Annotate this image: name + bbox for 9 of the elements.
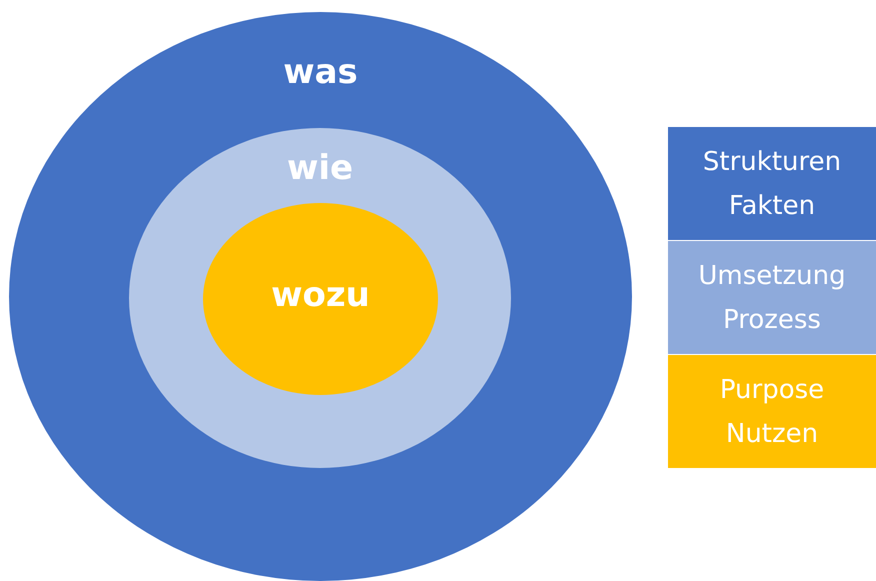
box-label: Umsetzung Prozess [697,260,847,336]
ellipse-label: wie [286,148,354,188]
ellipse-label: wozu [270,275,371,315]
legend-box [668,355,876,468]
box-label: Strukturen Fakten [702,146,842,222]
legend-box [668,127,876,240]
legend-box [668,241,876,354]
ellipse-label: was [282,52,359,92]
box-label: Purpose Nutzen [718,374,826,450]
